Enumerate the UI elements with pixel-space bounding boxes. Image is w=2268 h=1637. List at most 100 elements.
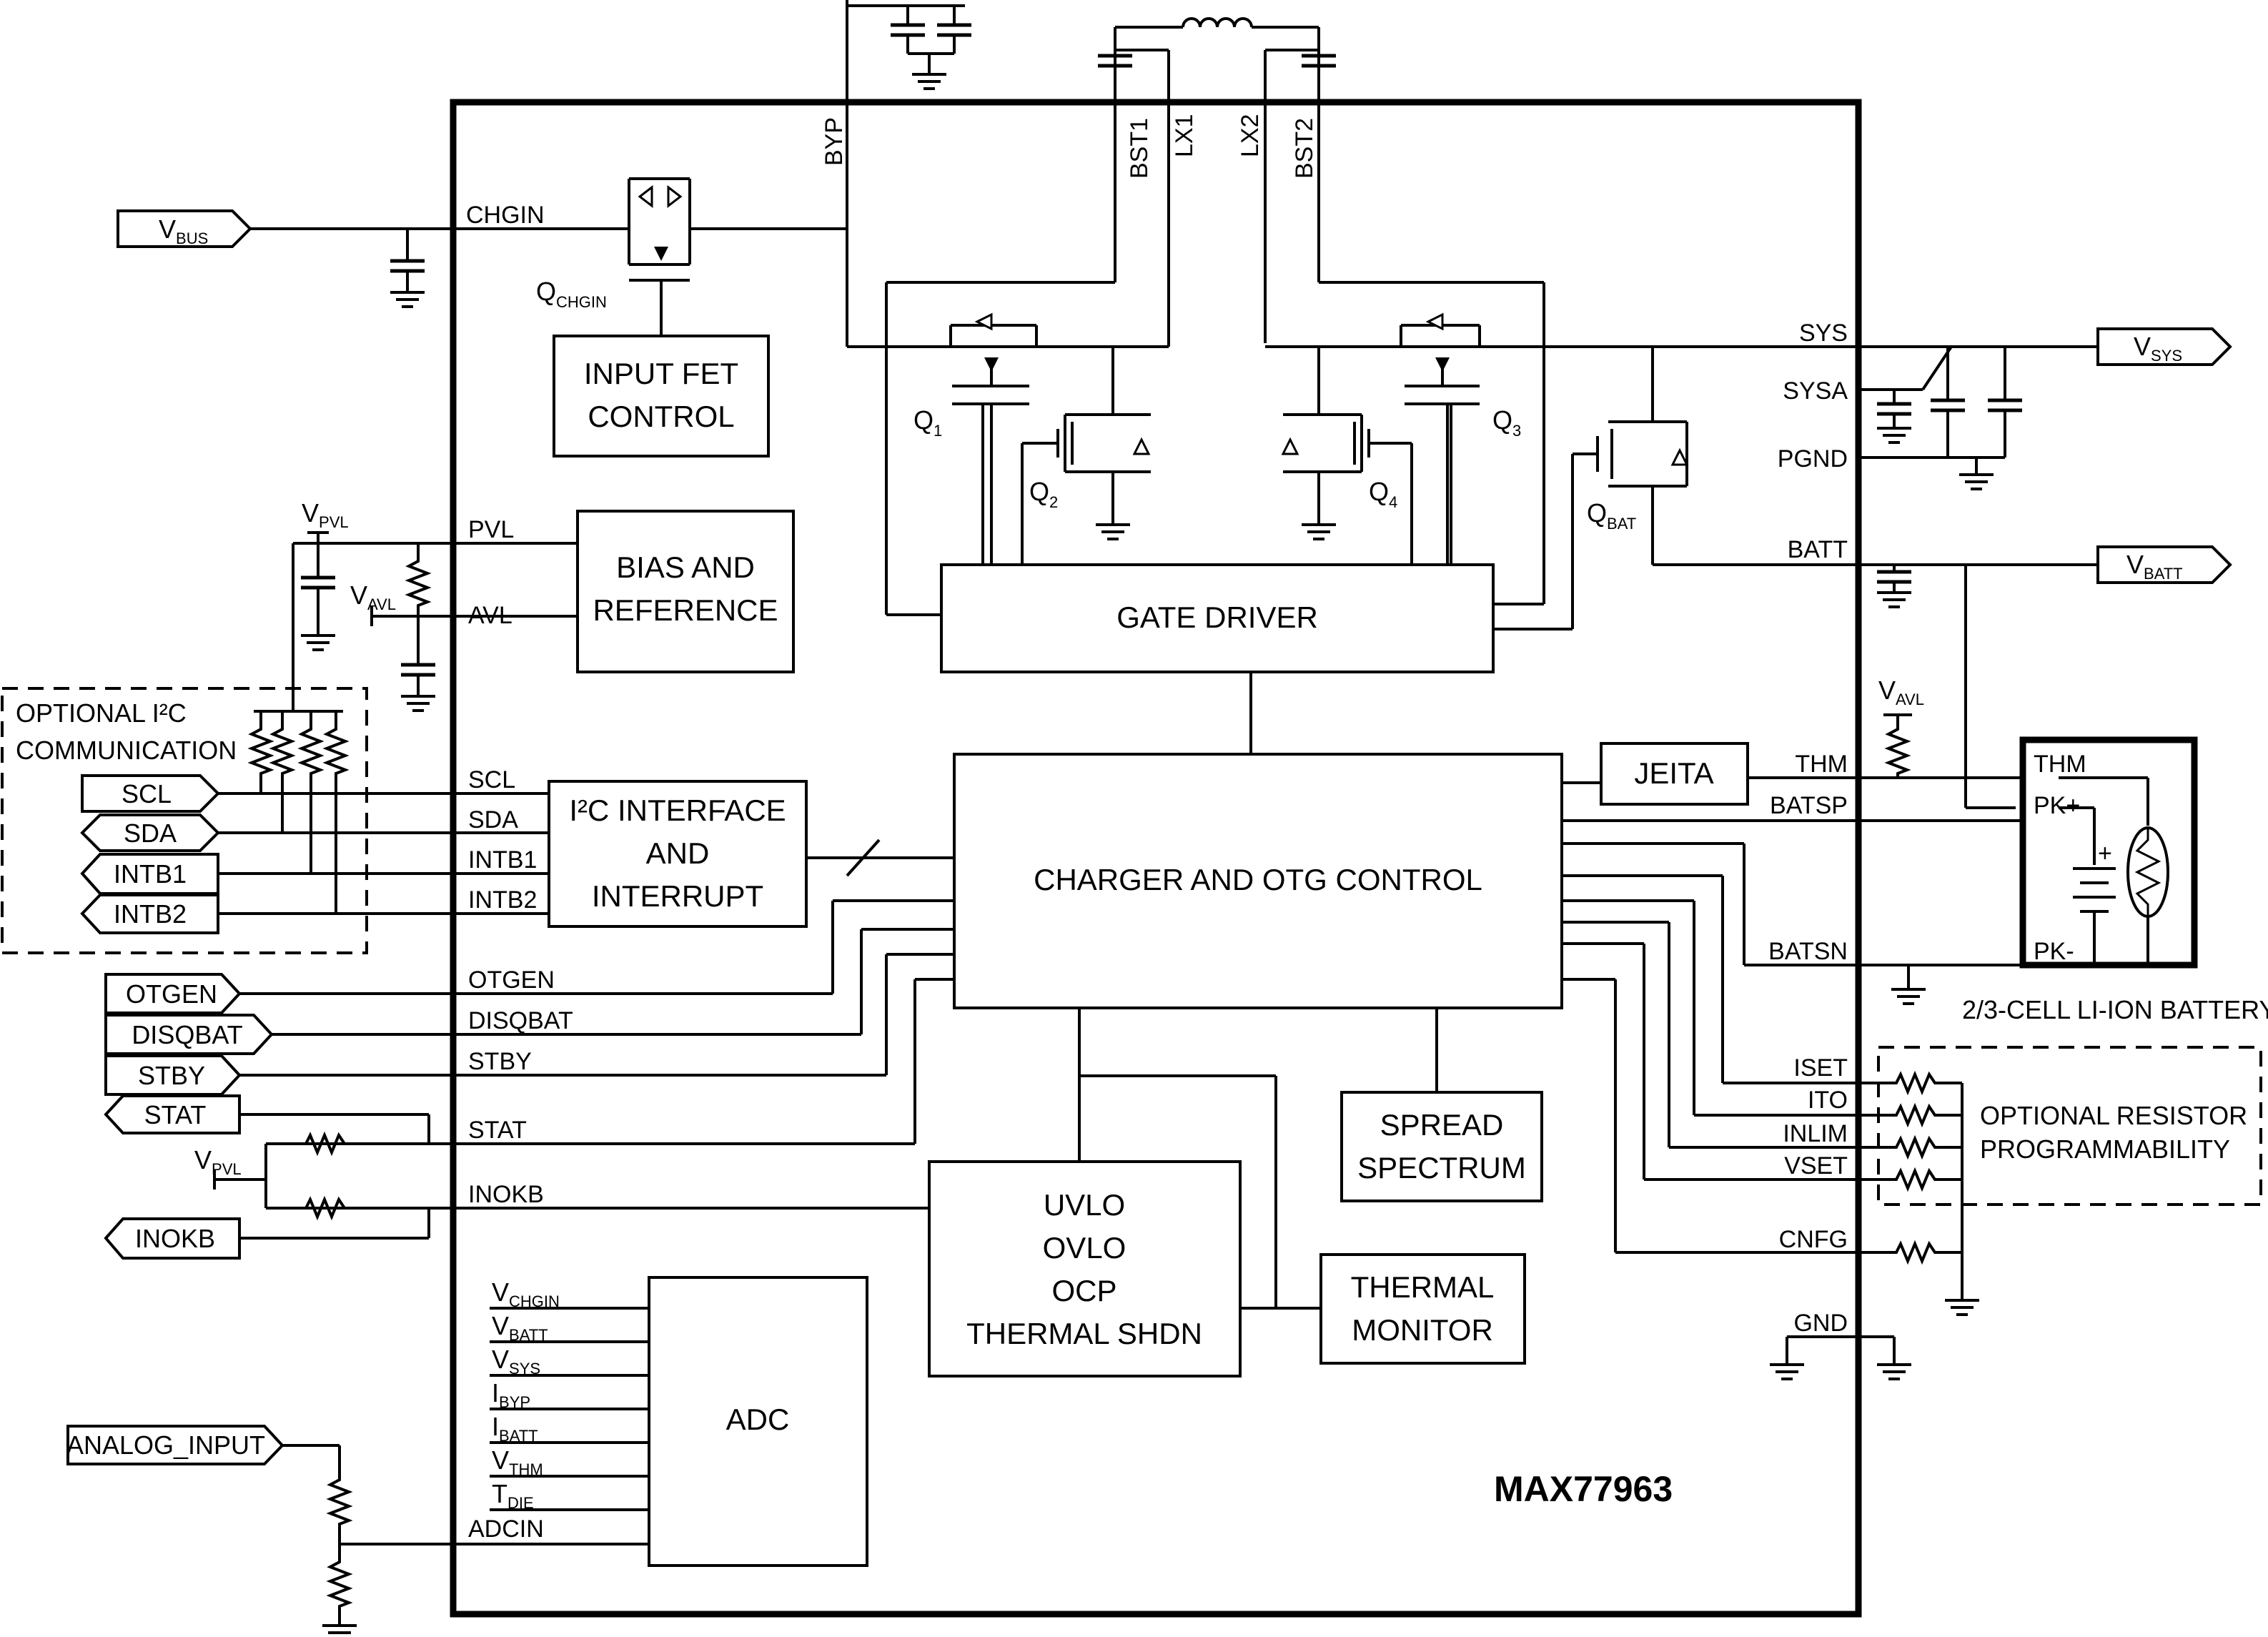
pin-inlim: INLIM — [1783, 1120, 1848, 1147]
battery-label: 2/3-CELL LI-ION BATTERY — [1962, 995, 2268, 1024]
pin-stby: STBY — [468, 1048, 532, 1075]
vbus-input: VBUS — [117, 177, 847, 336]
thermal-monitor-block: THERMAL MONITOR — [1319, 1253, 1526, 1365]
pin-batsn: BATSN — [1768, 938, 1848, 965]
pin-ito: ITO — [1808, 1087, 1848, 1114]
sda-port[interactable]: SDA — [80, 813, 220, 852]
svg-text:VBUS: VBUS — [159, 214, 208, 247]
label-qchgin: QCHGIN — [536, 277, 607, 311]
adc-divider — [282, 1444, 358, 1637]
pin-byp: BYP — [821, 117, 848, 166]
battery-pkn-label: PK- — [2034, 938, 2074, 965]
adc-in-ibatt: IBATT — [492, 1412, 538, 1445]
battery-plus-label: + — [2098, 840, 2112, 867]
i2c-wires — [218, 792, 954, 915]
svg-text:SPECTRUM: SPECTRUM — [1357, 1151, 1526, 1185]
gnd-net — [1768, 1335, 1913, 1380]
programming-net — [1562, 874, 1981, 1316]
pin-intb2: INTB2 — [468, 886, 537, 914]
pin-scl: SCL — [468, 766, 515, 793]
jeita-block: JEITA — [1600, 742, 1749, 806]
svg-text:AND: AND — [646, 836, 710, 870]
intb2-port[interactable]: INTB2 — [80, 894, 219, 934]
optional-resistor-label-1: OPTIONAL RESISTOR — [1980, 1101, 2247, 1130]
svg-text:INPUT FET: INPUT FET — [584, 357, 738, 390]
optional-resistor-label-2: PROGRAMMABILITY — [1980, 1134, 2230, 1164]
label-vavl-left: VAVL — [350, 580, 396, 613]
analog-input-port[interactable]: ANALOG_INPUT — [66, 1425, 284, 1465]
svg-text:DISQBAT: DISQBAT — [132, 1020, 242, 1049]
adc-in-vthm: VTHM — [492, 1445, 543, 1478]
svg-text:SPREAD: SPREAD — [1380, 1108, 1504, 1142]
label-vpvl-top: VPVL — [302, 498, 349, 531]
pin-adcin: ADCIN — [468, 1515, 544, 1543]
svg-text:GATE DRIVER: GATE DRIVER — [1116, 600, 1318, 634]
pin-lx2: LX2 — [1237, 114, 1264, 158]
pvl-avl-net — [292, 531, 578, 712]
label-q3: Q3 — [1492, 405, 1521, 440]
pin-vset: VSET — [1784, 1152, 1848, 1179]
sys-net — [1562, 327, 2232, 490]
svg-text:I²C INTERFACE: I²C INTERFACE — [569, 793, 786, 827]
label-q2: Q2 — [1029, 477, 1058, 511]
pin-lx1: LX1 — [1171, 114, 1198, 158]
scl-port[interactable]: SCL — [81, 774, 220, 813]
spread-spectrum-block: SPREAD SPECTRUM — [1340, 1091, 1543, 1202]
optional-i2c-label-1: OPTIONAL I²C — [16, 698, 187, 728]
batt-net — [1653, 545, 2232, 809]
pin-sda: SDA — [468, 806, 518, 834]
label-vavl-right: VAVL — [1878, 676, 1924, 708]
switch-wiring — [846, 102, 1688, 754]
pin-thm: THM — [1795, 751, 1848, 778]
label-qbat: QBAT — [1587, 498, 1636, 533]
optional-resistor-region — [1877, 1046, 2262, 1206]
svg-text:INTB2: INTB2 — [114, 899, 187, 929]
pin-bst1: BST1 — [1126, 118, 1153, 179]
body-diodes — [974, 312, 1689, 466]
stby-port[interactable]: STBY — [104, 1054, 242, 1096]
adc-in-vchgin: VCHGIN — [492, 1277, 560, 1310]
adc-input-lines — [340, 1307, 649, 1545]
pin-batt: BATT — [1788, 536, 1848, 563]
control-wires — [213, 899, 1438, 1310]
svg-text:STAT: STAT — [144, 1100, 207, 1129]
pin-cnfg: CNFG — [1779, 1226, 1848, 1253]
svg-text:OVLO: OVLO — [1043, 1231, 1126, 1265]
pin-otgen: OTGEN — [468, 966, 555, 994]
svg-text:THERMAL: THERMAL — [1351, 1270, 1495, 1304]
svg-text:CONTROL: CONTROL — [588, 400, 734, 433]
chip-name: MAX77963 — [1494, 1469, 1673, 1509]
adc-in-tdie: TDIE — [492, 1479, 534, 1512]
pin-pgnd: PGND — [1778, 445, 1848, 473]
pin-bst2: BST2 — [1291, 118, 1318, 179]
label-vsys: VSYS — [2134, 332, 2182, 365]
pin-disqbat: DISQBAT — [468, 1007, 573, 1034]
svg-text:STBY: STBY — [138, 1061, 205, 1090]
adc-block: ADC — [648, 1276, 868, 1567]
battery-sense-net — [1562, 713, 2023, 1005]
otgen-port[interactable]: OTGEN — [104, 973, 242, 1014]
svg-text:ANALOG_INPUT: ANALOG_INPUT — [66, 1430, 265, 1460]
disqbat-port[interactable]: DISQBAT — [104, 1014, 274, 1055]
pin-sys: SYS — [1799, 320, 1848, 347]
pin-chgin: CHGIN — [466, 202, 545, 229]
charger-otg-control-block: CHARGER AND OTG CONTROL — [953, 753, 1563, 1009]
svg-text:BIAS AND: BIAS AND — [616, 550, 755, 584]
svg-text:THERMAL SHDN: THERMAL SHDN — [966, 1317, 1202, 1350]
pin-iset: ISET — [1793, 1054, 1848, 1082]
pin-stat: STAT — [468, 1117, 527, 1144]
inokb-port[interactable]: INOKB — [104, 1217, 241, 1260]
stat-port[interactable]: STAT — [104, 1094, 241, 1134]
svg-text:INTB1: INTB1 — [114, 859, 187, 889]
intb1-port[interactable]: INTB1 — [80, 853, 219, 895]
svg-text:UVLO: UVLO — [1044, 1188, 1125, 1222]
i2c-pullups — [250, 693, 347, 914]
svg-text:OCP: OCP — [1051, 1274, 1116, 1307]
pin-sysa: SYSA — [1783, 377, 1848, 405]
protection-block: UVLO OVLO OCP THERMAL SHDN — [928, 1160, 1242, 1378]
battery-pkp-label: PK+ — [2034, 792, 2080, 819]
label-q1: Q1 — [913, 405, 942, 440]
svg-text:MONITOR: MONITOR — [1352, 1313, 1493, 1347]
svg-text:OTGEN: OTGEN — [126, 979, 217, 1009]
battery-thm-label: THM — [2034, 751, 2086, 778]
